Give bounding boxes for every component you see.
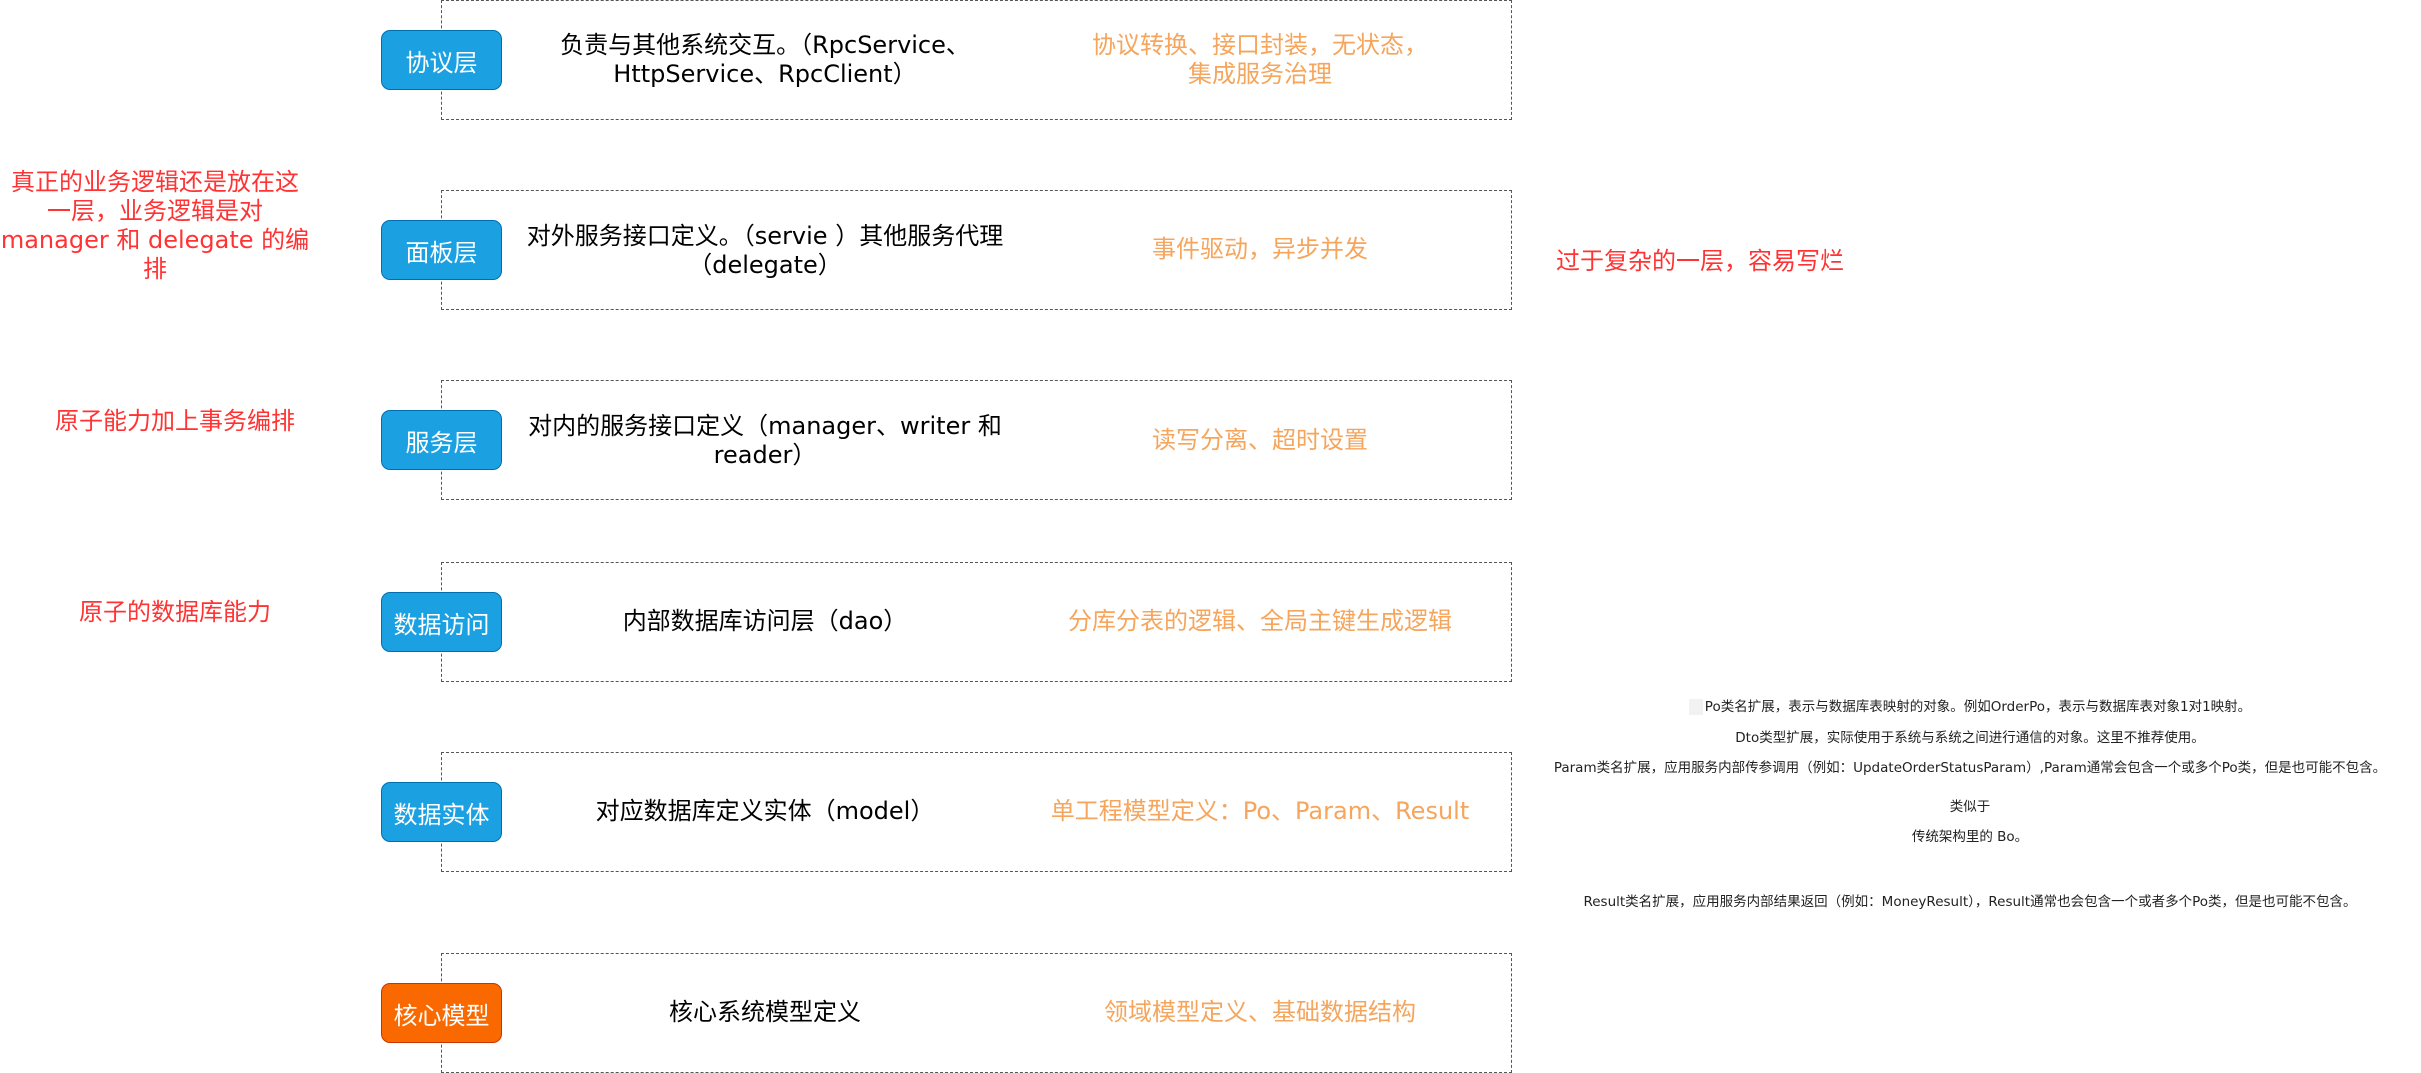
layer-desc-model: 对应数据库定义实体（model） bbox=[595, 797, 935, 825]
layer-desc-core: 核心系统模型定义 bbox=[669, 998, 861, 1026]
layer-tag-service: 服务层 bbox=[381, 410, 502, 470]
layer-desc-panel: 对外服务接口定义。（servie ）其他服务代理 （delegate） bbox=[526, 222, 1004, 279]
layer-feature-dao: 分库分表的逻辑、全局主键生成逻辑 bbox=[1068, 607, 1452, 635]
side-note-po: Po类名扩展，表示与数据库表映射的对象。例如OrderPo，表示与数据库表对象1… bbox=[1520, 699, 2420, 715]
note-marker bbox=[1688, 699, 1703, 715]
note-panel-logic: 真正的业务逻辑还是放在这 一层，业务逻辑是对 manager 和 delegat… bbox=[0, 168, 310, 283]
side-note-dto: Dto类型扩展，实际使用于系统与系统之间进行通信的对象。这里不推荐使用。 bbox=[1735, 730, 2205, 746]
side-note-param: Param类名扩展，应用服务内部传参调用（例如：UpdateOrderStatu… bbox=[1553, 760, 2387, 776]
layer-feature-model: 单工程模型定义：Po、Param、Result bbox=[1050, 797, 1470, 825]
layer-desc-service: 对内的服务接口定义（manager、writer 和 reader） bbox=[528, 412, 1002, 469]
layer-feature-protocol: 协议转换、接口封装，无状态， 集成服务治理 bbox=[1092, 31, 1428, 88]
side-note-similar: 类似于 bbox=[1949, 799, 1991, 815]
layer-tag-model: 数据实体 bbox=[381, 782, 502, 842]
layer-feature-service: 读写分离、超时设置 bbox=[1152, 426, 1368, 454]
note-service-atomic: 原子能力加上事务编排 bbox=[55, 407, 295, 435]
note-panel-warning: 过于复杂的一层，容易写烂 bbox=[1556, 247, 1844, 275]
layer-desc-protocol: 负责与其他系统交互。（RpcService、 HttpService、RpcCl… bbox=[560, 31, 970, 88]
side-note-bo: 传统架构里的 Bo。 bbox=[1911, 829, 2029, 845]
side-note-result: Result类名扩展，应用服务内部结果返回（例如：MoneyResult），Re… bbox=[1583, 894, 2357, 910]
layer-tag-core: 核心模型 bbox=[381, 983, 502, 1043]
layer-tag-dao: 数据访问 bbox=[381, 592, 502, 652]
layer-desc-dao: 内部数据库访问层（dao） bbox=[622, 607, 908, 635]
note-dao-atomic: 原子的数据库能力 bbox=[79, 598, 271, 626]
layer-tag-protocol: 协议层 bbox=[381, 30, 502, 90]
layer-feature-panel: 事件驱动，异步并发 bbox=[1152, 235, 1368, 263]
layer-tag-panel: 面板层 bbox=[381, 220, 502, 280]
side-note-po-text: Po类名扩展，表示与数据库表映射的对象。例如OrderPo，表示与数据库表对象1… bbox=[1704, 699, 2252, 715]
layer-feature-core: 领域模型定义、基础数据结构 bbox=[1104, 998, 1416, 1026]
